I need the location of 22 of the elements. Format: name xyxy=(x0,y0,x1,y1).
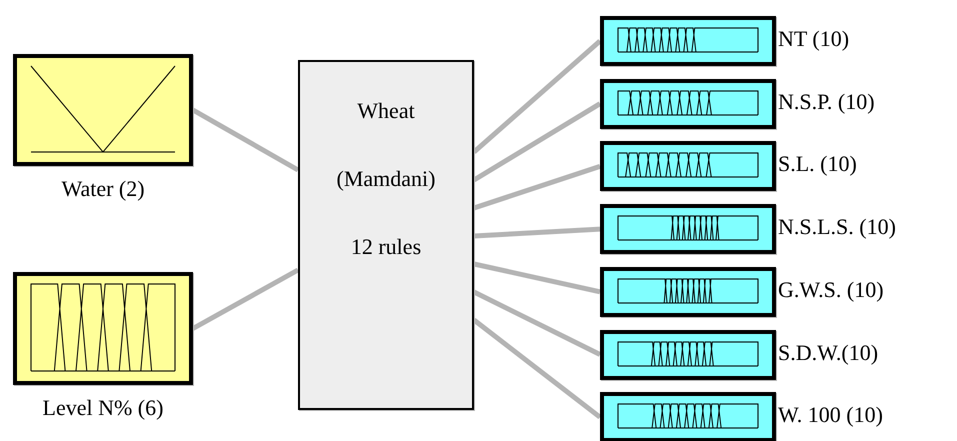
variable-label: S.L. (10) xyxy=(778,151,857,178)
rule-block-text: (Mamdani) xyxy=(336,166,436,192)
connector-line xyxy=(473,164,601,210)
connector-line xyxy=(473,262,601,294)
variable-label: N.S.P. (10) xyxy=(778,88,875,115)
variable-label: Water (2) xyxy=(60,176,146,202)
variable-label: N.S.L.S. (10) xyxy=(778,214,896,240)
rule-block-text: 12 rules xyxy=(350,234,422,260)
connector-line xyxy=(474,226,600,238)
variable-label: S.D.W.(10) xyxy=(778,340,878,366)
connector-line xyxy=(472,318,602,420)
connector-line xyxy=(472,102,602,182)
rule-block-text: Wheat xyxy=(356,98,416,124)
connector-line xyxy=(472,39,602,154)
variable-label: G.W.S. (10) xyxy=(778,276,884,303)
connector-line xyxy=(192,108,300,172)
variable-label: Level N% (6) xyxy=(42,395,164,421)
rule-block xyxy=(298,60,474,410)
variable-label: NT (10) xyxy=(778,26,850,52)
connector-line xyxy=(472,290,602,357)
variable-label: W. 100 (10) xyxy=(778,402,883,428)
connector-line xyxy=(192,268,300,331)
